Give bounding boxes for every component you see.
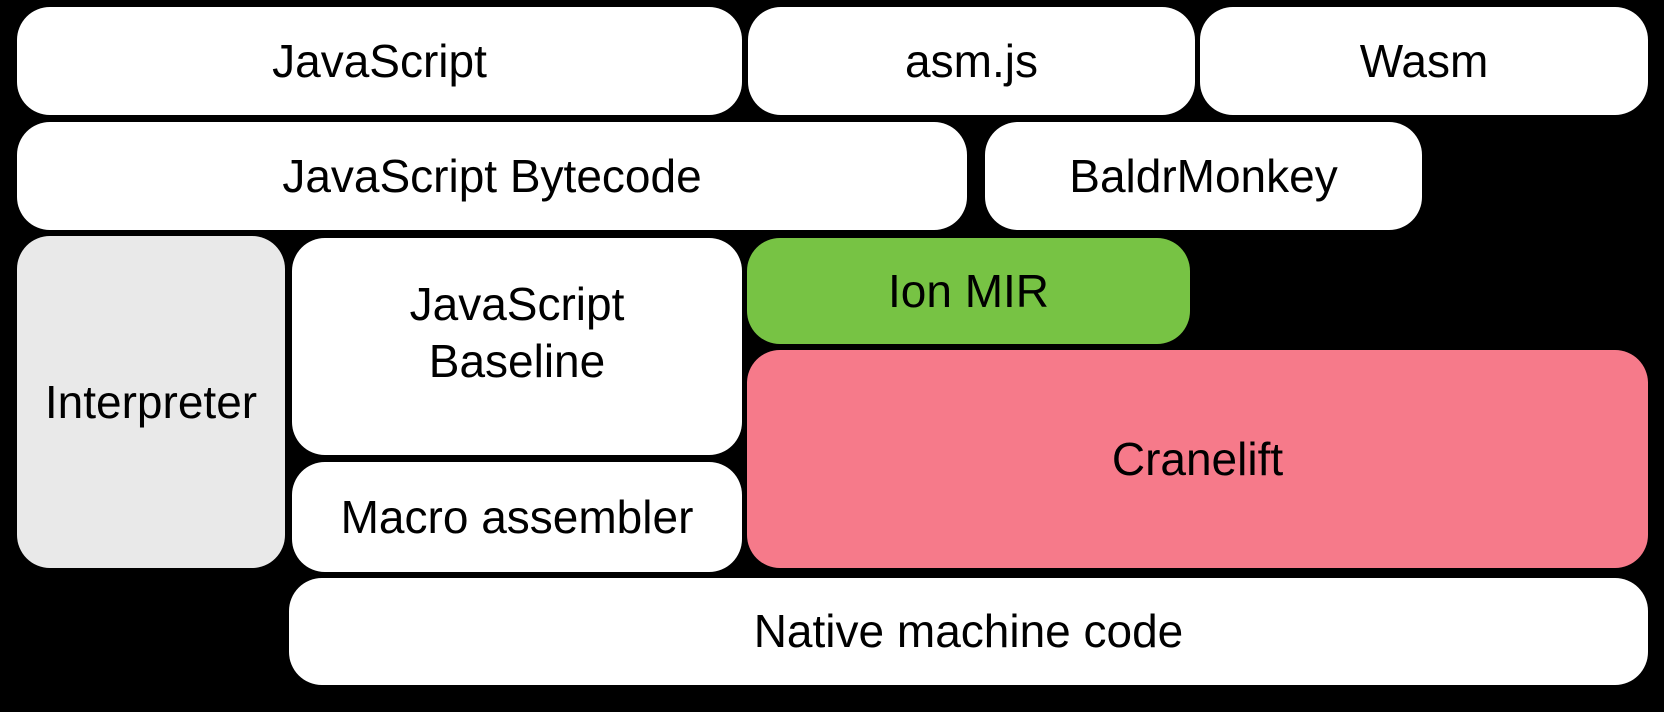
- box-javascript: JavaScript: [17, 7, 742, 115]
- box-baldrmonkey: BaldrMonkey: [985, 122, 1422, 230]
- box-javascript-baseline: JavaScript Baseline: [292, 238, 742, 455]
- box-cranelift: Cranelift: [747, 350, 1648, 568]
- box-javascript-bytecode-label: JavaScript Bytecode: [282, 149, 702, 202]
- box-asmjs: asm.js: [748, 7, 1195, 115]
- box-native-machine-code: Native machine code: [289, 578, 1648, 685]
- box-macro-assembler: Macro assembler: [292, 462, 742, 572]
- box-javascript-bytecode: JavaScript Bytecode: [17, 122, 967, 230]
- box-ion-mir: Ion MIR: [747, 238, 1190, 344]
- box-interpreter: Interpreter: [17, 236, 285, 568]
- box-macro-assembler-label: Macro assembler: [340, 490, 694, 543]
- box-baldrmonkey-label: BaldrMonkey: [1069, 149, 1338, 202]
- box-javascript-baseline-label: JavaScript Baseline: [409, 277, 625, 387]
- box-wasm-label: Wasm: [1359, 34, 1489, 87]
- box-wasm: Wasm: [1200, 7, 1648, 115]
- box-interpreter-label: Interpreter: [44, 375, 258, 428]
- box-ion-mir-label: Ion MIR: [887, 264, 1050, 317]
- box-native-machine-code-label: Native machine code: [753, 605, 1184, 657]
- box-cranelift-label: Cranelift: [1111, 432, 1284, 485]
- box-javascript-label: JavaScript: [272, 34, 487, 87]
- box-asmjs-label: asm.js: [905, 34, 1038, 87]
